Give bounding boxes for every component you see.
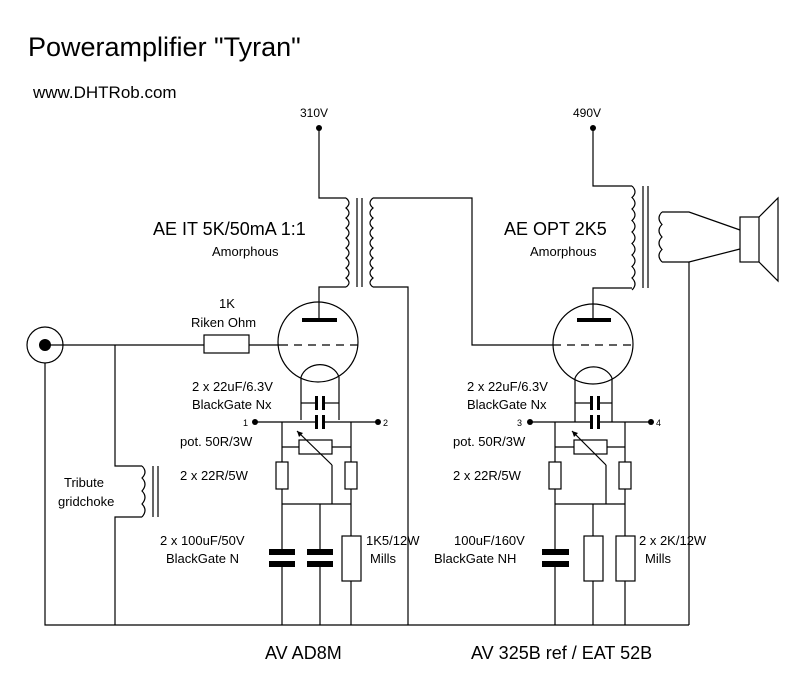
driver-hum-label: 2 x 22R/5W [180,468,249,483]
terminal-3-node [527,419,533,425]
driver-cathode-cap-2a [307,549,333,555]
supply-490v-label: 490V [573,106,601,120]
output-cathode-resistor-2 [615,535,636,582]
output-cap-brand: BlackGate NH [434,551,516,566]
grid-resistor [203,334,250,354]
driver-cathode-cap-2b [307,561,333,567]
wire-opt-to-speaker-bottom [662,248,741,263]
output-tube-envelope [552,303,634,385]
wire-it-to-driver-plate [318,286,346,320]
output-cathode-cap-b [542,561,569,567]
driver-pot-wiper [296,430,333,466]
driver-resistor-value: 1K5/12W [366,533,420,548]
driver-caps-value: 2 x 100uF/50V [160,533,245,548]
loudspeaker-icon [739,196,779,283]
output-hum-resistor-right [618,461,632,490]
output-pot-arrow [572,431,578,437]
output-pot-wiper [571,430,607,466]
wire-ground-bus-left [44,363,408,626]
wire-opt-to-output-plate [592,287,632,322]
output-tube-label: AV 325B ref / EAT 52B [471,643,652,663]
gridchoke-coil [141,465,146,518]
output-bypass-brand: BlackGate Nx [467,397,547,412]
gridchoke-label-1: Tribute [64,475,104,490]
output-cathode-resistor-1 [583,535,604,582]
terminal-4-label: 4 [656,418,661,428]
output-hum-label: 2 x 22R/5W [453,468,522,483]
opt-core-label: Amorphous [530,244,597,259]
grid-resistor-brand: Riken Ohm [191,315,256,330]
output-tube-filament [574,366,613,379]
terminal-2-label: 2 [383,418,388,428]
wire-it-secondary-ground [373,286,409,625]
driver-caps-brand: BlackGate N [166,551,239,566]
it-secondary-coil [369,197,374,288]
output-cap-value: 100uF/160V [454,533,525,548]
driver-cathode-cap-1a [269,549,295,555]
gridchoke-label-2: gridchoke [58,494,114,509]
driver-cathode-cap-1b [269,561,295,567]
opt-name-label: AE OPT 2K5 [504,219,607,239]
page-title: Poweramplifier "Tyran" [28,32,301,62]
wire-490v-to-opt [592,128,632,187]
driver-bypass-cap-2a [315,415,318,429]
output-cathode-cap-a [542,549,569,555]
supply-310v-label: 310V [300,106,328,120]
it-name-label: AE IT 5K/50mA 1:1 [153,219,306,239]
output-resistors-brand: Mills [645,551,671,566]
it-core-label: Amorphous [212,244,279,259]
driver-bypass-brand: BlackGate Nx [192,397,272,412]
driver-bypass-cap-2b [322,415,325,429]
driver-pot [298,439,333,455]
terminal-2-node [375,419,381,425]
wire-310v-to-it [318,128,346,199]
driver-tube-envelope [277,301,359,383]
driver-cathode-resistor [341,535,362,582]
wire-opt-to-speaker-top [662,211,741,231]
wire-it-to-output-grid [373,197,553,346]
output-bypass-value: 2 x 22uF/6.3V [467,379,548,394]
output-pot [573,439,608,455]
output-resistors-value: 2 x 2K/12W [639,533,707,548]
output-pot-label: pot. 50R/3W [453,434,526,449]
output-bypass-cap-2a [590,415,593,429]
driver-bypass-cap-1b [322,396,325,410]
output-hum-resistor-left [548,461,562,490]
output-bypass-cap-1a [590,396,593,410]
terminal-1-label: 1 [243,418,248,428]
it-primary-coil [345,197,350,288]
wire-gridchoke-top [114,345,142,467]
driver-tube-label: AV AD8M [265,643,342,663]
wire-gridchoke-bottom [114,516,142,625]
driver-pot-label: pot. 50R/3W [180,434,253,449]
output-bypass-cap-2b [597,415,600,429]
output-bypass-cap-1b [597,396,600,410]
opt-secondary-coil [658,211,663,263]
driver-resistor-brand: Mills [370,551,396,566]
terminal-1-node [252,419,258,425]
grid-resistor-value: 1K [219,296,235,311]
terminal-3-label: 3 [517,418,522,428]
driver-tube-filament [300,364,340,378]
driver-bypass-value: 2 x 22uF/6.3V [192,379,273,394]
opt-primary-coil [631,185,636,291]
driver-bypass-cap-1a [315,396,318,410]
driver-hum-resistor-left [275,461,289,490]
website-url: www.DHTRob.com [32,83,177,102]
terminal-4-node [648,419,654,425]
driver-pot-arrow [297,431,303,437]
driver-hum-resistor-right [344,461,358,490]
